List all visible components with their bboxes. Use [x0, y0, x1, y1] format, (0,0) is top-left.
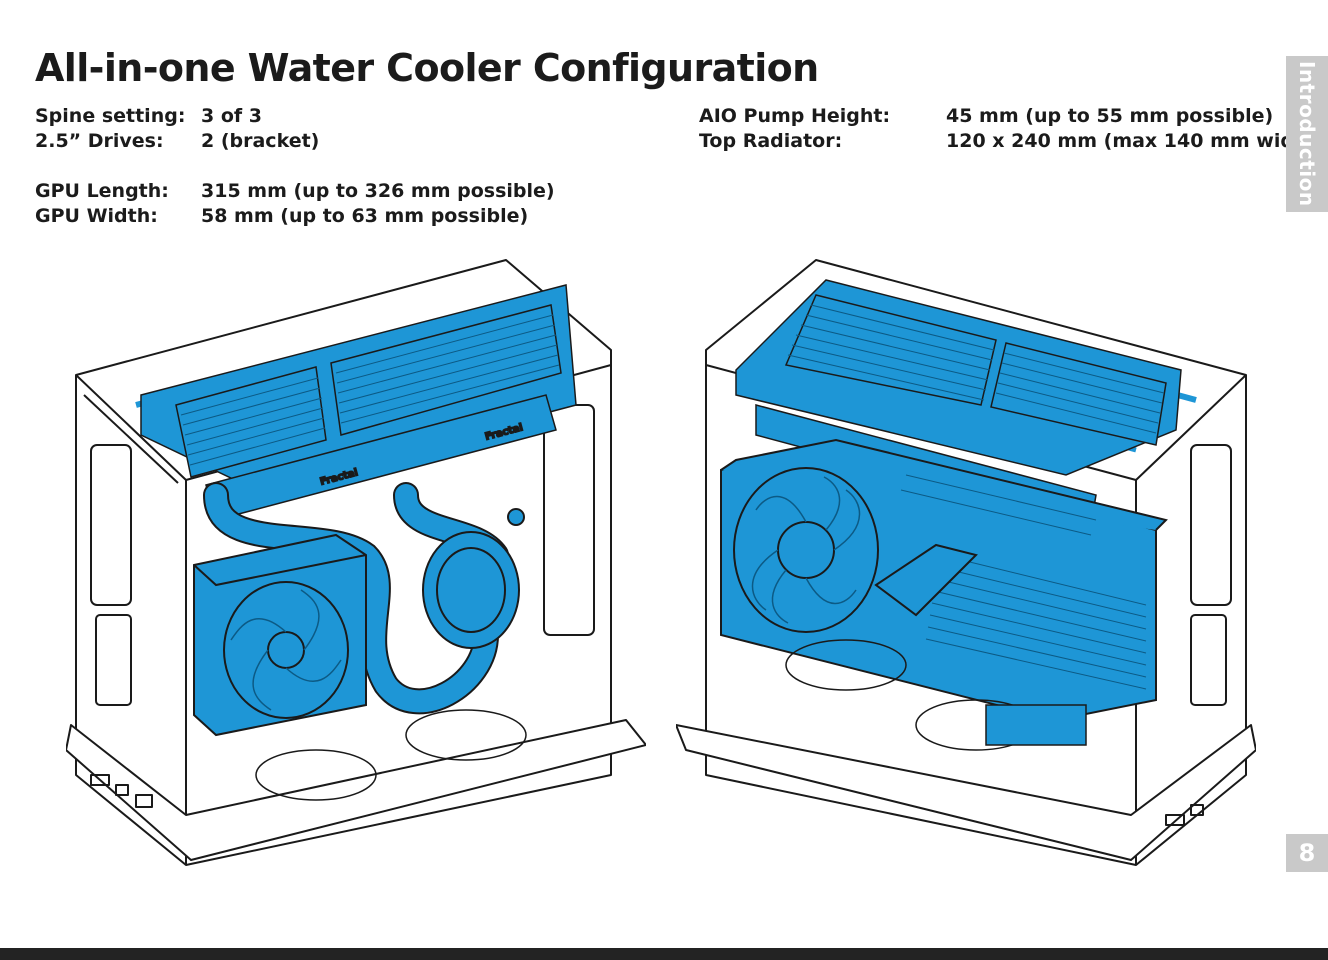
aio-pump	[422, 508, 525, 649]
spec-drives-label: 2.5” Drives:	[35, 130, 164, 152]
spec-drives-value: 2 (bracket)	[201, 130, 320, 152]
section-tab-introduction[interactable]: Introduction	[1286, 56, 1328, 212]
footer-bar	[0, 948, 1328, 960]
graphics-card	[720, 438, 1168, 722]
section-tab-label: Introduction	[1295, 61, 1319, 207]
drive-bracket	[985, 704, 1087, 746]
power-supply	[193, 533, 367, 737]
spec-pump-height-value: 45 mm (up to 55 mm possible)	[946, 105, 1274, 127]
spec-spine-label: Spine setting:	[35, 105, 186, 127]
spec-pump-height-label: AIO Pump Height:	[699, 105, 891, 127]
spec-top-radiator-value: 120 x 240 mm (max 140 mm wide)	[946, 130, 1316, 152]
left-case-illustration: Fractal Fractal	[66, 259, 646, 866]
spec-gpu-width-value: 58 mm (up to 63 mm possible)	[201, 205, 529, 227]
bottom-fans	[255, 709, 527, 801]
spec-gpu-length-label: GPU Length:	[35, 180, 169, 202]
spec-spine-value: 3 of 3	[201, 105, 262, 127]
spec-gpu-length-value: 315 mm (up to 326 mm possible)	[201, 180, 555, 202]
spec-top-radiator-label: Top Radiator:	[699, 130, 843, 152]
page-number: 8	[1286, 834, 1328, 872]
radiator: Fractal Fractal	[140, 284, 577, 521]
page-title: All-in-one Water Cooler Configuration	[35, 46, 819, 90]
spec-gpu-width-label: GPU Width:	[35, 205, 158, 227]
right-case-illustration	[676, 259, 1256, 866]
